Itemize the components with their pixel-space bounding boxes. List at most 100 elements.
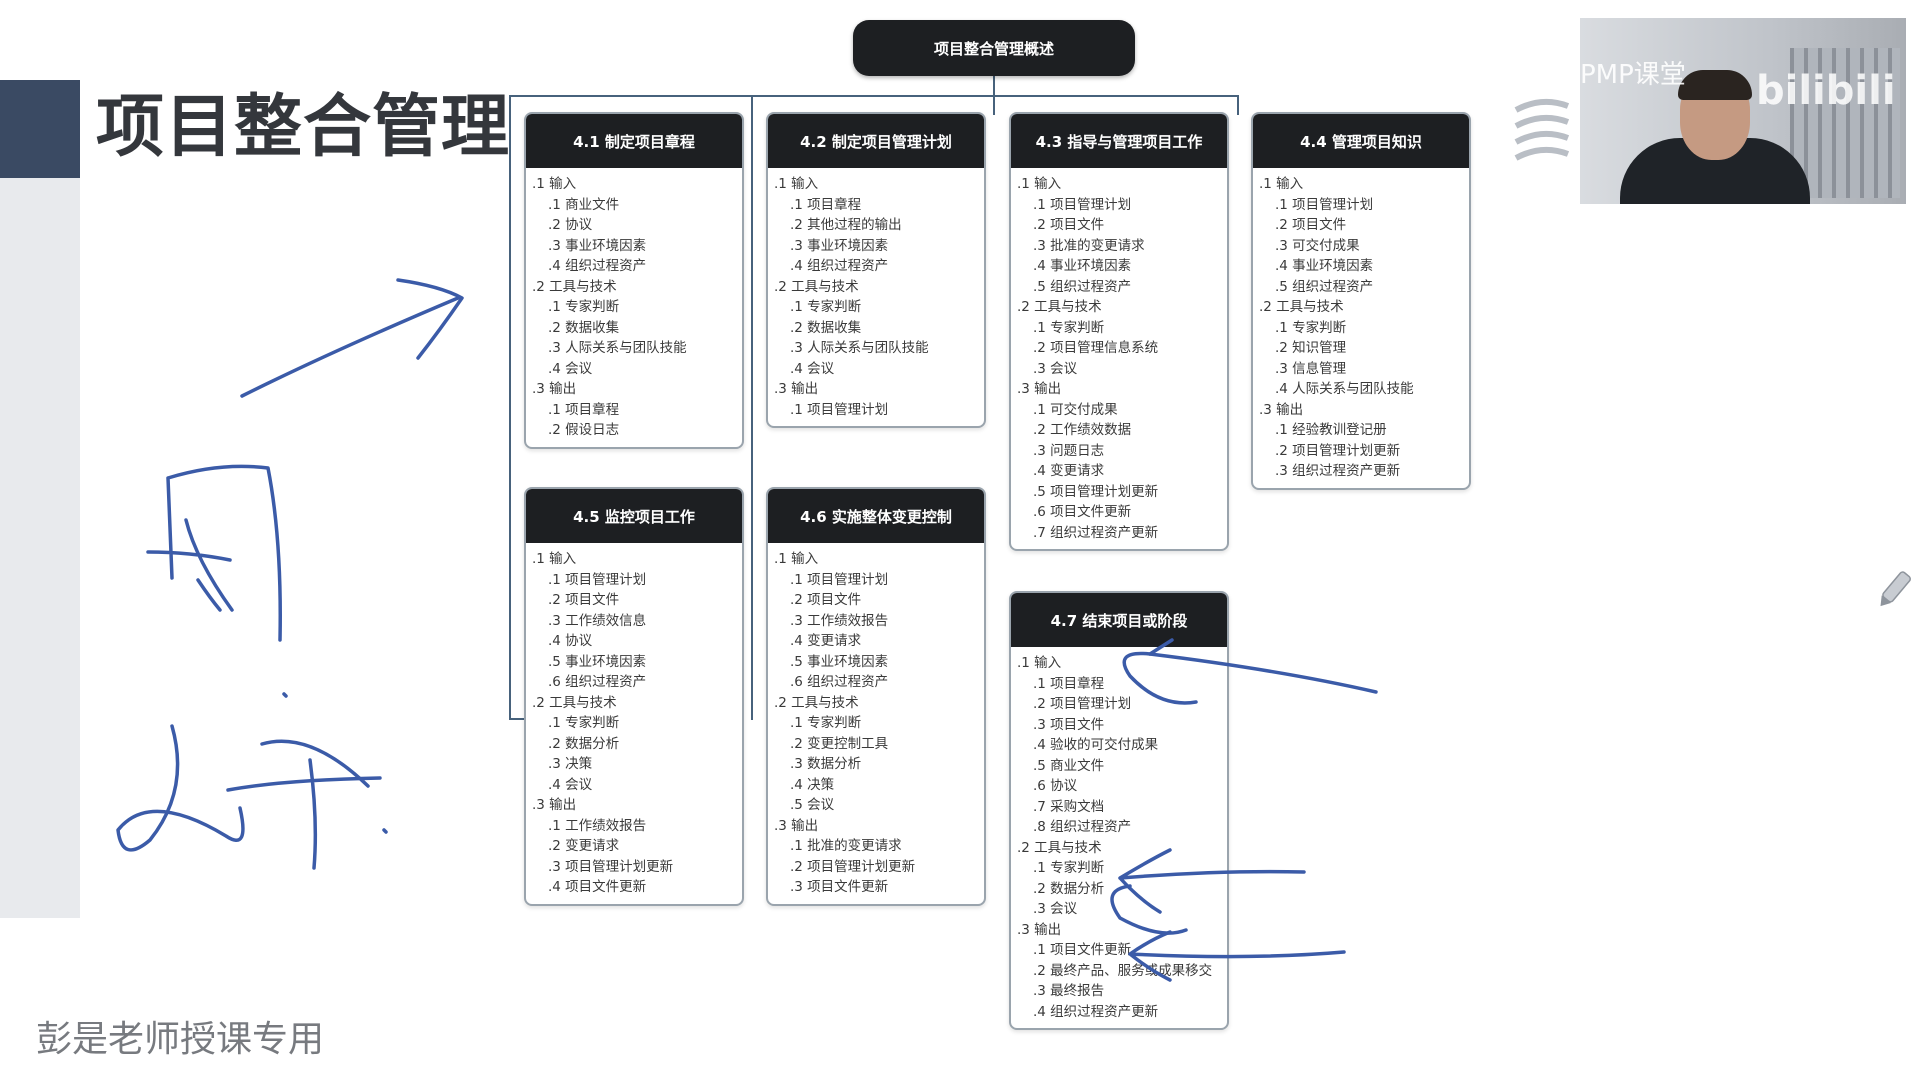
section-item: .4 协议 xyxy=(548,633,593,649)
ink-char-1 xyxy=(146,464,282,642)
section-item: .7 组织过程资产更新 xyxy=(1033,524,1159,541)
section-item: .4 组织过程资产 xyxy=(790,258,889,274)
section-label: .3 输出 xyxy=(1017,381,1062,397)
section-item: .2 数据收集 xyxy=(790,319,862,336)
section-item: .3 数据分析 xyxy=(790,756,862,772)
section-item: .5 事业环境因素 xyxy=(790,653,889,670)
ink-char-2 xyxy=(116,724,382,870)
section-item: .2 数据分析 xyxy=(548,735,620,752)
section-item: .1 专家判断 xyxy=(548,299,620,315)
process-box-body: .1 输入.1 商业文件.2 协议.3 事业环境因素.4 组织过程资产.2 工具… xyxy=(526,168,742,447)
connector-root-down xyxy=(993,76,995,96)
section-item: .1 项目管理计划 xyxy=(548,571,647,588)
section-item: .3 项目文件 xyxy=(1033,716,1105,733)
process-box-title: 4.6 实施整体变更控制 xyxy=(768,489,984,543)
section-item: .1 项目章程 xyxy=(548,401,620,418)
section-item: .3 项目管理计划更新 xyxy=(548,858,674,875)
section-item: .2 项目管理计划更新 xyxy=(1275,442,1401,459)
section-item: .2 数据分析 xyxy=(1033,880,1105,897)
connector-left-spine xyxy=(509,95,511,720)
footer-caption: 彭是老师授课专用 xyxy=(36,1019,325,1060)
logo-icon xyxy=(1514,98,1570,161)
section-item: .2 项目文件 xyxy=(1275,217,1347,233)
process-box-4-2: 4.2 制定项目管理计划 .1 输入.1 项目章程.2 其他过程的输出.3 事业… xyxy=(766,112,986,428)
section-item: .5 项目管理计划更新 xyxy=(1033,483,1159,500)
process-box-4-6: 4.6 实施整体变更控制 .1 输入.1 项目管理计划.2 项目文件.3 工作绩… xyxy=(766,487,986,906)
pen-icon[interactable] xyxy=(1872,568,1916,612)
section-item: .3 批准的变更请求 xyxy=(1033,237,1145,254)
section-label: .3 输出 xyxy=(774,381,819,397)
section-item: .1 项目文件更新 xyxy=(1033,942,1132,958)
chart-root: 项目整合管理概述 xyxy=(853,20,1135,76)
section-item: .4 事业环境因素 xyxy=(1033,258,1132,274)
ink-dot-1 xyxy=(282,692,288,698)
process-box-4-1: 4.1 制定项目章程 .1 输入.1 商业文件.2 协议.3 事业环境因素.4 … xyxy=(524,112,744,449)
process-box-title: 4.4 管理项目知识 xyxy=(1253,114,1469,168)
section-item: .5 会议 xyxy=(790,797,835,813)
process-box-4-7: 4.7 结束项目或阶段 .1 输入.1 项目章程.2 项目管理计划.3 项目文件… xyxy=(1009,591,1229,1030)
section-item: .4 验收的可交付成果 xyxy=(1033,737,1159,753)
section-item: .6 组织过程资产 xyxy=(790,674,889,690)
section-item: .3 工作绩效信息 xyxy=(548,612,647,629)
section-label: .2 工具与技术 xyxy=(1017,299,1102,315)
section-label: .1 输入 xyxy=(1017,176,1062,192)
section-label: .1 输入 xyxy=(774,176,819,192)
section-item: .4 变更请求 xyxy=(790,633,862,649)
section-item: .4 会议 xyxy=(548,360,593,377)
section-item: .3 人际关系与团队技能 xyxy=(790,340,929,356)
section-item: .3 事业环境因素 xyxy=(548,237,647,254)
section-item: .4 会议 xyxy=(548,776,593,793)
section-item: .1 商业文件 xyxy=(548,196,620,213)
section-label: .3 输出 xyxy=(774,817,819,834)
connector-col3-spine xyxy=(993,95,995,115)
slide-title: 项目整合管理 xyxy=(96,88,511,167)
section-item: .1 专家判断 xyxy=(1275,319,1347,336)
section-item: .1 专家判断 xyxy=(1033,319,1105,336)
section-item: .3 问题日志 xyxy=(1033,442,1105,459)
section-item: .3 会议 xyxy=(1033,901,1078,917)
section-item: .4 人际关系与团队技能 xyxy=(1275,381,1414,397)
section-label: .2 工具与技术 xyxy=(532,694,617,711)
section-item: .5 事业环境因素 xyxy=(548,653,647,670)
section-item: .1 项目管理计划 xyxy=(790,401,889,418)
webcam-overlay: PMP课堂 bilibili xyxy=(1580,18,1906,204)
section-item: .1 专家判断 xyxy=(1033,860,1105,876)
section-item: .1 经验教训登记册 xyxy=(1275,422,1387,438)
section-item: .7 采购文档 xyxy=(1033,798,1105,815)
process-box-body: .1 输入.1 项目管理计划.2 项目文件.3 批准的变更请求.4 事业环境因素… xyxy=(1011,168,1227,549)
section-item: .3 人际关系与团队技能 xyxy=(548,340,687,356)
section-label: .3 输出 xyxy=(532,381,577,397)
section-item: .1 专家判断 xyxy=(790,299,862,315)
section-item: .2 项目文件 xyxy=(1033,217,1105,233)
process-box-body: .1 输入.1 项目章程.2 其他过程的输出.3 事业环境因素.4 组织过程资产… xyxy=(768,168,984,426)
section-item: .2 知识管理 xyxy=(1275,340,1347,356)
section-item: .3 会议 xyxy=(1033,360,1078,377)
connector-top-bar xyxy=(509,95,1239,97)
section-item: .8 组织过程资产 xyxy=(1033,819,1132,835)
section-label: .2 工具与技术 xyxy=(1017,839,1102,856)
section-item: .3 组织过程资产更新 xyxy=(1275,463,1401,479)
section-item: .1 项目管理计划 xyxy=(790,571,889,588)
section-label: .2 工具与技术 xyxy=(774,278,859,295)
section-label: .2 工具与技术 xyxy=(1259,299,1344,315)
section-item: .2 项目管理计划更新 xyxy=(790,858,916,875)
section-item: .3 最终报告 xyxy=(1033,983,1105,999)
process-box-4-5: 4.5 监控项目工作 .1 输入.1 项目管理计划.2 项目文件.3 工作绩效信… xyxy=(524,487,744,906)
section-item: .1 项目章程 xyxy=(790,196,862,213)
section-item: .4 决策 xyxy=(790,776,835,793)
section-item: .2 工作绩效数据 xyxy=(1033,422,1132,438)
process-box-title: 4.7 结束项目或阶段 xyxy=(1011,593,1227,647)
section-item: .5 商业文件 xyxy=(1033,757,1105,774)
connector-col4-spine xyxy=(1237,95,1239,115)
webcam-window-blinds xyxy=(1790,48,1900,198)
process-box-body: .1 输入.1 项目章程.2 项目管理计划.3 项目文件.4 验收的可交付成果.… xyxy=(1011,647,1227,1028)
section-item: .2 其他过程的输出 xyxy=(790,217,902,233)
section-label: .2 工具与技术 xyxy=(532,278,617,295)
section-item: .3 决策 xyxy=(548,756,593,772)
section-label: .3 输出 xyxy=(532,797,577,813)
process-box-4-3: 4.3 指导与管理项目工作 .1 输入.1 项目管理计划.2 项目文件.3 批准… xyxy=(1009,112,1229,551)
presenter-hair xyxy=(1678,70,1752,100)
section-item: .3 工作绩效报告 xyxy=(790,612,889,629)
process-box-title: 4.5 监控项目工作 xyxy=(526,489,742,543)
